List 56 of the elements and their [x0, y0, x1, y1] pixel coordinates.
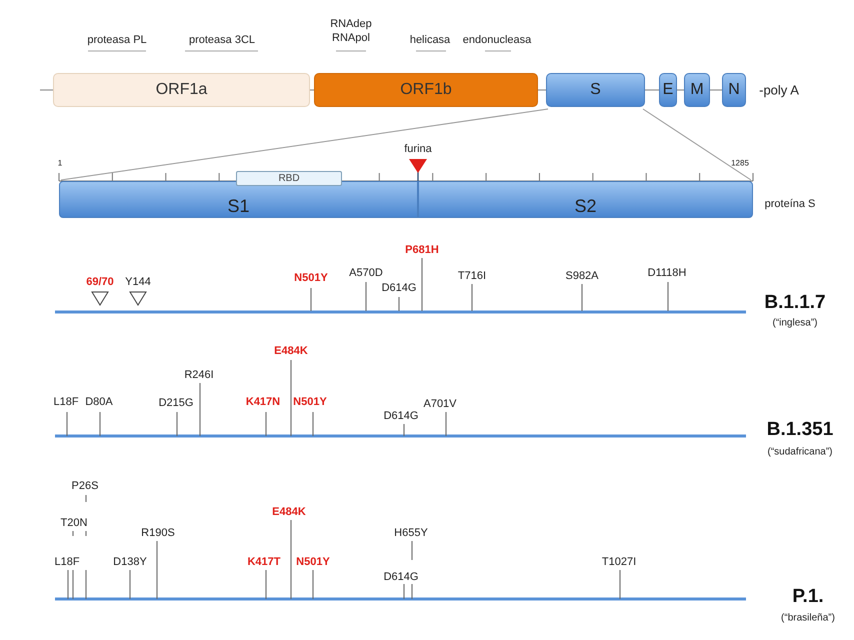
mutation-label: D215G [158, 397, 194, 409]
mutation-label: R190S [141, 527, 175, 539]
mutation-label: L18F [54, 556, 80, 568]
mutation-label: D1118H [648, 267, 686, 279]
mutation-label: D614G [382, 282, 416, 294]
residue-number: 1 [58, 158, 62, 168]
mutation-label: N501Y [293, 396, 327, 408]
gene-box: M [684, 73, 710, 107]
mutation-label: P681H [405, 244, 439, 256]
mutation-label: S982A [565, 270, 599, 282]
mutation-label: D138Y [113, 556, 147, 568]
residue-number: 1285 [731, 158, 749, 168]
gene-box: ORF1a [53, 73, 310, 107]
mutation-label: R246I [184, 369, 214, 381]
mutation-label: N501Y [296, 556, 330, 568]
mutation-label: K417T [247, 556, 281, 568]
subunit-box: S2 [418, 181, 753, 218]
mutation-label: D614G [384, 571, 418, 583]
zoom-line [60, 108, 548, 180]
axis-label: proteína S [764, 198, 816, 210]
variant-nickname: (“inglesa”) [772, 318, 818, 328]
domain-label: proteasa PL [87, 34, 147, 46]
domain-label: endonucleasa [462, 34, 532, 46]
variant-name: B.1.351 [766, 419, 834, 441]
variant-name: P.1. [792, 586, 824, 608]
domain-label: proteasa 3CL [188, 34, 256, 46]
mutation-label: T20N [60, 517, 88, 529]
variant-name: B.1.1.7 [764, 292, 826, 314]
mutation-label: H655Y [394, 527, 428, 539]
variant-nickname: (“sudafricana”) [767, 446, 833, 458]
mutation-label: N501Y [294, 272, 328, 284]
mutation-label: 69/70 [86, 276, 114, 288]
gene-end-label: -poly A [759, 82, 799, 98]
mutation-label: T1027I [602, 556, 636, 568]
mutation-label: D80A [85, 396, 113, 408]
gene-box: N [722, 73, 746, 107]
mutation-label: L18F [53, 396, 79, 408]
domain-label: helicasa [410, 34, 450, 46]
mutation-label: Y144 [125, 276, 151, 288]
domain-label: RNAdep RNApol [329, 17, 373, 45]
gene-box: S [546, 73, 645, 107]
mutation-label: P26S [72, 480, 98, 492]
mutation-label: A570D [349, 267, 383, 279]
gene-box: E [659, 73, 677, 107]
mutation-label: D614G [384, 410, 418, 422]
gene-box: ORF1b [314, 73, 538, 107]
mutation-label: K417N [246, 396, 280, 408]
mutation-label: A701V [423, 398, 457, 410]
axis-label: furina [404, 143, 432, 155]
mutation-label: E484K [272, 506, 306, 518]
variant-nickname: (“brasileña”) [781, 612, 835, 624]
domain-box: RBD [236, 171, 342, 186]
subunit-box: S1 [59, 181, 418, 218]
zoom-line [642, 108, 752, 180]
mutation-label: E484K [274, 345, 308, 357]
mutation-label: T716I [458, 270, 486, 282]
